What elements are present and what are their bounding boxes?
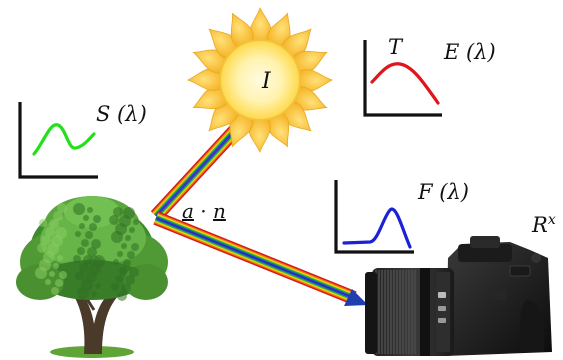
filter-curve xyxy=(344,209,410,247)
dslr-camera-photo xyxy=(365,236,552,356)
illuminant-spectrum-label: E (λ) xyxy=(444,42,496,63)
reflectance-axes xyxy=(20,102,98,177)
reflectance-spectrum-label: S (λ) xyxy=(96,104,147,125)
tree-photo xyxy=(16,196,168,358)
filter-plot xyxy=(336,180,414,252)
sun-icon xyxy=(188,8,332,152)
illuminant-plot xyxy=(365,40,442,115)
filter-spectrum-label: F (λ) xyxy=(418,182,469,203)
illuminant-curve xyxy=(372,64,438,103)
reflectance-plot xyxy=(20,102,98,177)
temperature-label: T xyxy=(388,37,402,58)
camera-response-label: Rx xyxy=(532,213,556,236)
geometry-term-label: a · n xyxy=(182,201,226,221)
sun-intensity-label: I xyxy=(262,71,271,93)
reflectance-curve xyxy=(34,125,94,154)
filter-axes xyxy=(336,180,414,252)
